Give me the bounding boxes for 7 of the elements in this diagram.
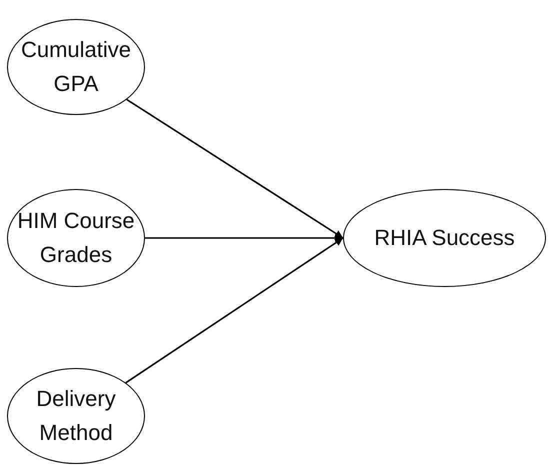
node-label: HIM Course Grades xyxy=(16,207,136,269)
arrow xyxy=(125,237,344,384)
node-label: Cumulative GPA xyxy=(20,36,132,98)
arrow xyxy=(145,234,343,242)
arrow xyxy=(126,98,344,239)
node-label: Delivery Method xyxy=(35,385,117,447)
node-label: RHIA Success xyxy=(374,224,515,252)
